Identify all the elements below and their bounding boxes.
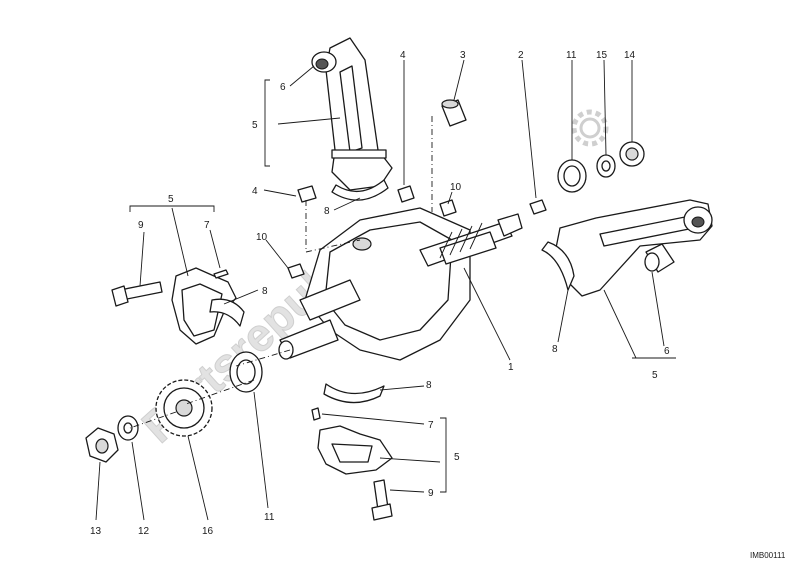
connecting-rod-top[interactable] bbox=[311, 37, 393, 191]
callout-5-bottom: 5 bbox=[454, 452, 460, 463]
cap-bolt-left[interactable] bbox=[111, 281, 163, 307]
crankshaft[interactable] bbox=[278, 207, 523, 361]
callout-14: 14 bbox=[624, 50, 636, 61]
callout-10-left: 10 bbox=[256, 232, 268, 243]
washer-15[interactable] bbox=[596, 154, 616, 178]
callout-2: 2 bbox=[518, 50, 524, 61]
callout-11-top: 11 bbox=[566, 50, 577, 61]
callout-6-right: 6 bbox=[664, 346, 670, 357]
callout-9-left: 9 bbox=[138, 220, 144, 231]
plug-4-left[interactable] bbox=[297, 185, 317, 203]
dowel-pin-bottom[interactable] bbox=[311, 407, 321, 421]
callouts: 1 2 3 4 4 5 5 5 5 6 6 7 7 8 8 8 8 9 9 10… bbox=[90, 50, 670, 537]
cap-bolt-bottom[interactable] bbox=[371, 479, 393, 521]
bearing-shell-bottom[interactable] bbox=[323, 383, 385, 404]
dowel-pin-left[interactable] bbox=[213, 269, 229, 279]
spacer-ring-11-left[interactable] bbox=[229, 351, 263, 393]
callout-3: 3 bbox=[460, 50, 466, 61]
rod-cap-left[interactable] bbox=[171, 267, 237, 345]
callout-8-top: 8 bbox=[324, 206, 330, 217]
callout-4-left: 4 bbox=[252, 186, 258, 197]
callout-13: 13 bbox=[90, 526, 102, 537]
callout-9-bottom: 9 bbox=[428, 488, 434, 499]
callout-4-top: 4 bbox=[400, 50, 406, 61]
small-end-bushing-right[interactable] bbox=[644, 243, 675, 273]
callout-7-bottom: 7 bbox=[428, 420, 434, 431]
callout-16: 16 bbox=[202, 526, 214, 537]
callout-12: 12 bbox=[138, 526, 150, 537]
callout-1: 1 bbox=[508, 362, 514, 373]
callout-10-right: 10 bbox=[450, 182, 462, 193]
gear-16[interactable] bbox=[155, 379, 213, 437]
callout-8-right: 8 bbox=[552, 344, 558, 355]
diagram-code: IMB00111 bbox=[750, 551, 786, 560]
bearing-shell-upper[interactable] bbox=[331, 179, 389, 201]
bearing-shell-left[interactable] bbox=[209, 298, 245, 327]
washer-12[interactable] bbox=[117, 415, 139, 441]
callout-6-top: 6 bbox=[280, 82, 286, 93]
plug-3[interactable] bbox=[441, 99, 467, 127]
callout-5-left: 5 bbox=[168, 194, 174, 205]
leader-lines bbox=[95, 59, 676, 521]
plug-2[interactable] bbox=[529, 199, 547, 215]
callout-15: 15 bbox=[596, 50, 608, 61]
watermark-gear-icon bbox=[571, 109, 609, 147]
callout-8-left: 8 bbox=[262, 286, 268, 297]
callout-7-left: 7 bbox=[204, 220, 210, 231]
callout-5-top: 5 bbox=[252, 120, 258, 131]
bearing-14[interactable] bbox=[619, 141, 645, 167]
callout-11-bottom: 11 bbox=[264, 512, 275, 523]
spacer-ring-11-right[interactable] bbox=[557, 159, 587, 193]
rod-cap-bottom[interactable] bbox=[317, 425, 393, 475]
callout-8-bottom: 8 bbox=[426, 380, 432, 391]
plug-10-left[interactable] bbox=[287, 263, 305, 279]
plug-4-top[interactable] bbox=[397, 185, 415, 203]
plug-10-right[interactable] bbox=[439, 199, 457, 217]
connecting-rod-right[interactable] bbox=[555, 199, 713, 297]
nut-13[interactable] bbox=[85, 427, 119, 463]
callout-5-right: 5 bbox=[652, 370, 658, 381]
